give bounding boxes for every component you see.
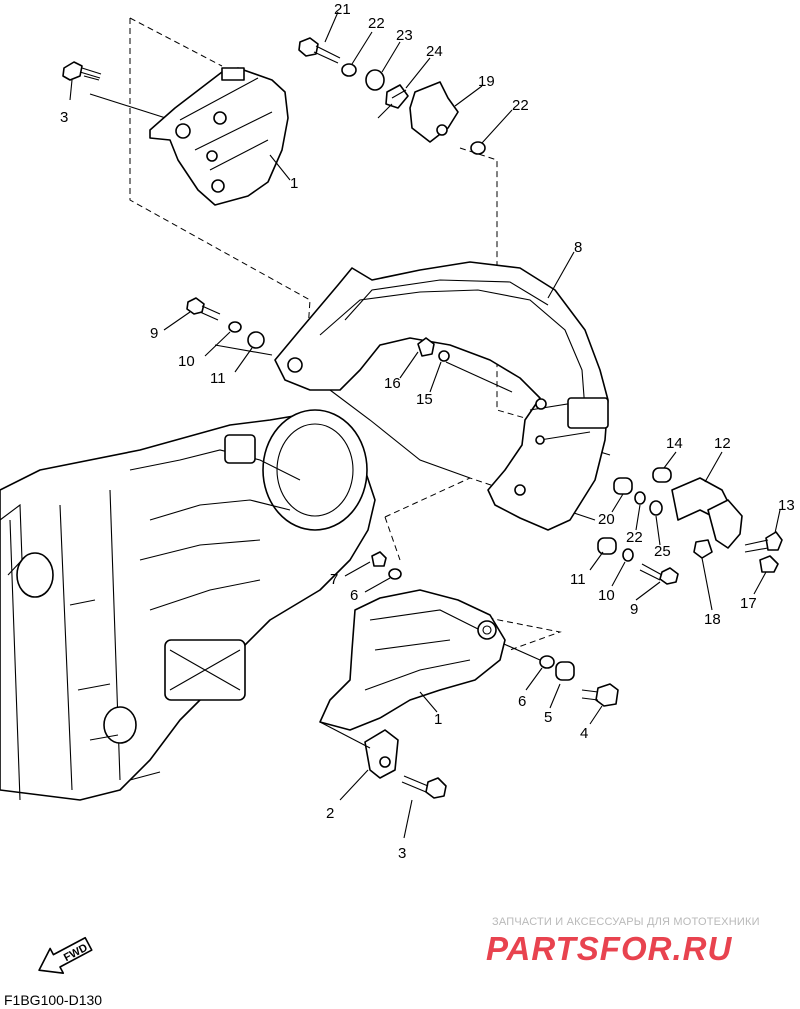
- callout-15: 15: [416, 391, 433, 408]
- callout-11: 11: [210, 370, 226, 387]
- callout-21: 21: [334, 1, 351, 18]
- callout-18: 18: [704, 611, 721, 628]
- callout-13: 13: [778, 497, 795, 514]
- callout-labels: 21 22 23 24 19 22 3 1 8 9 10 11 16 15 14…: [60, 1, 795, 862]
- callout-23: 23: [396, 27, 413, 44]
- callout-6: 6: [350, 587, 358, 604]
- callout-25: 25: [654, 543, 671, 560]
- callout-9: 9: [150, 325, 158, 342]
- fwd-label: FWD: [62, 942, 90, 964]
- callout-24: 24: [426, 43, 443, 60]
- diagram-code: F1BG100-D130: [4, 992, 103, 1008]
- upper-mount-bracket: [149, 67, 289, 206]
- callout-10b: 10: [598, 587, 615, 604]
- callout-22c: 22: [626, 529, 643, 546]
- right-side-small-parts: [186, 297, 783, 585]
- callout-8: 8: [574, 239, 582, 256]
- callout-1b: 1: [434, 711, 442, 728]
- jet-pump-housing: [0, 409, 376, 801]
- callout-16: 16: [384, 375, 401, 392]
- callout-3b: 3: [398, 845, 406, 862]
- callout-11b: 11: [570, 571, 586, 588]
- callout-9b: 9: [630, 601, 638, 618]
- callout-22b: 22: [512, 97, 529, 114]
- callout-2: 2: [326, 805, 334, 822]
- lower-mount-bracket: [319, 551, 619, 799]
- callout-10: 10: [178, 353, 195, 370]
- callout-19: 19: [478, 73, 495, 90]
- top-small-parts: [298, 37, 486, 155]
- callout-12: 12: [714, 435, 731, 452]
- watermark-logo: PARTSFOR.RU: [486, 930, 732, 967]
- callout-3: 3: [60, 109, 68, 126]
- callout-leaders: [69, 11, 781, 839]
- callout-1: 1: [290, 175, 298, 192]
- callout-17: 17: [740, 595, 757, 612]
- bolt-3-upper: [62, 61, 102, 81]
- watermark-tagline: ЗАПЧАСТИ И АКСЕССУАРЫ ДЛЯ МОТОТЕХНИКИ: [492, 916, 760, 928]
- forward-direction-arrow: FWD: [38, 936, 93, 974]
- callout-5: 5: [544, 709, 552, 726]
- callout-4: 4: [580, 725, 588, 742]
- callout-6b: 6: [518, 693, 526, 710]
- steering-frame-8: [274, 261, 609, 531]
- callout-22: 22: [368, 15, 385, 32]
- watermark-logo-text: PARTSFOR.RU: [486, 930, 732, 967]
- callout-20: 20: [598, 511, 615, 528]
- callout-7: 7: [330, 571, 338, 588]
- callout-14: 14: [666, 435, 683, 452]
